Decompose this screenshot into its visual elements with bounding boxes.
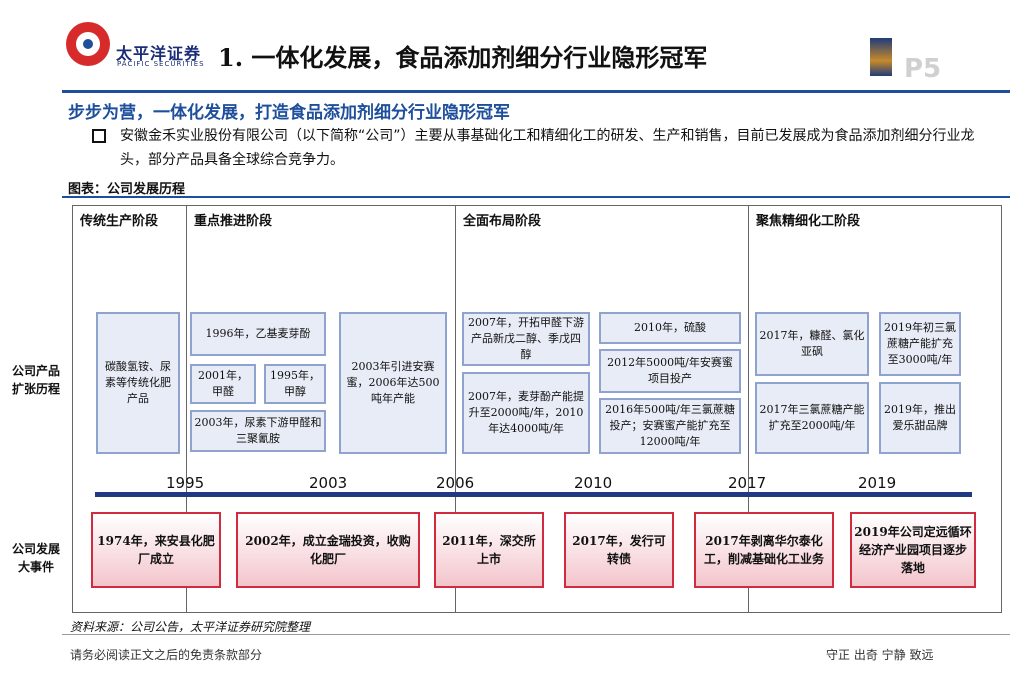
bullet-square-icon xyxy=(92,129,106,143)
timeline-axis xyxy=(95,492,972,497)
product-box: 2019年，推出爱乐甜品牌 xyxy=(879,382,961,454)
year-label: 1995 xyxy=(166,474,204,492)
event-box: 2017年，发行可转债 xyxy=(564,512,674,588)
header-decoration-image xyxy=(870,38,892,76)
product-box: 2007年，开拓甲醛下游产品新戊二醇、季戊四醇 xyxy=(462,312,590,366)
company-motto: 守正 出奇 宁静 致远 xyxy=(826,646,933,663)
stage-label: 传统生产阶段 xyxy=(80,210,158,229)
product-box: 2003年，尿素下游甲醛和三聚氰胺 xyxy=(190,410,326,452)
product-box: 2001年，甲醛 xyxy=(190,364,256,404)
figure-label: 图表：公司发展历程 xyxy=(68,178,185,197)
event-box: 2002年，成立金瑞投资，收购化肥厂 xyxy=(236,512,420,588)
product-box: 2016年500吨/年三氯蔗糖投产；安赛蜜产能扩充至12000吨/年 xyxy=(599,398,741,454)
page-number: P5 xyxy=(904,54,941,84)
year-label: 2010 xyxy=(574,474,612,492)
year-label: 2019 xyxy=(858,474,896,492)
company-logo xyxy=(66,22,110,66)
year-label: 2003 xyxy=(309,474,347,492)
product-box: 碳酸氢铵、尿素等传统化肥产品 xyxy=(96,312,180,454)
product-box: 2012年5000吨/年安赛蜜项目投产 xyxy=(599,349,741,393)
source-note: 资料来源：公司公告，太平洋证券研究院整理 xyxy=(70,618,310,635)
product-box: 2017年三氯蔗糖产能扩充至2000吨/年 xyxy=(755,382,869,454)
row-label-expansion: 公司产品 扩张历程 xyxy=(6,362,66,398)
event-box: 2017年剥离华尔泰化工，削减基础化工业务 xyxy=(694,512,834,588)
stage-label: 聚焦精细化工阶段 xyxy=(756,210,860,229)
product-box: 2019年初三氯蔗糖产能扩充至3000吨/年 xyxy=(879,312,961,376)
product-box: 2017年，糠醛、氯化亚砜 xyxy=(755,312,869,376)
event-box: 1974年，来安县化肥厂成立 xyxy=(91,512,221,588)
footer-divider xyxy=(62,634,1010,635)
figure-divider xyxy=(62,196,1010,198)
product-box: 2010年，硫酸 xyxy=(599,312,741,344)
product-box: 2003年引进安赛蜜，2006年达500吨年产能 xyxy=(339,312,447,454)
section-subtitle: 步步为营，一体化发展，打造食品添加剂细分行业隐形冠军 xyxy=(68,98,510,123)
logo-ring xyxy=(76,32,100,56)
logo-dot xyxy=(83,39,93,49)
stage-label: 重点推进阶段 xyxy=(194,210,272,229)
stage-label: 全面布局阶段 xyxy=(463,210,541,229)
intro-paragraph: 安徽金禾实业股份有限公司（以下简称“公司”）主要从事基础化工和精细化工的研发、生… xyxy=(120,124,980,172)
product-box: 1995年，甲醇 xyxy=(264,364,326,404)
year-label: 2006 xyxy=(436,474,474,492)
year-label: 2017 xyxy=(728,474,766,492)
product-box: 2007年，麦芽酚产能提升至2000吨/年，2010年达4000吨/年 xyxy=(462,372,590,454)
header-divider xyxy=(62,90,1010,93)
event-box: 2011年，深交所上市 xyxy=(434,512,544,588)
page-title: 1. 一体化发展，食品添加剂细分行业隐形冠军 xyxy=(218,38,707,73)
brand-name-en: PACIFIC SECURITIES xyxy=(117,60,205,68)
row-label-events: 公司发展 大事件 xyxy=(6,540,66,576)
disclaimer-note: 请务必阅读正文之后的免责条款部分 xyxy=(70,646,262,663)
event-box: 2019年公司定远循环经济产业园项目逐步落地 xyxy=(850,512,976,588)
product-box: 1996年，乙基麦芽酚 xyxy=(190,312,326,356)
